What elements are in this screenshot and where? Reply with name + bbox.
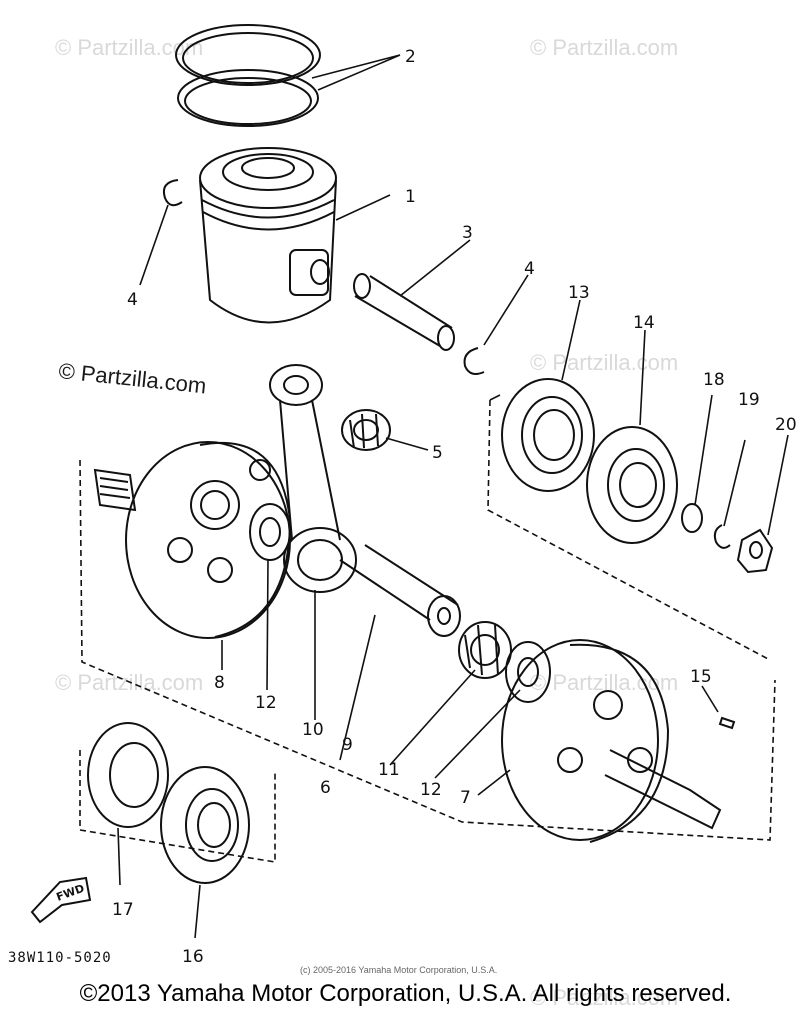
watermark: © Partzilla.com (530, 985, 678, 1010)
piston-rings (175, 24, 321, 127)
callout-5: 5 (432, 443, 443, 463)
piston (199, 147, 337, 324)
bearing-16 (160, 766, 250, 884)
circlip-left (162, 179, 183, 207)
leader-line (139, 204, 169, 286)
callout-18: 18 (703, 370, 725, 390)
leader-line (767, 434, 789, 536)
leader-line (561, 299, 581, 381)
lock-washer-19 (713, 524, 731, 549)
callout-15: 15 (690, 667, 712, 687)
leader-line (434, 689, 521, 779)
circlip-right (463, 347, 485, 375)
callout-6: 6 (320, 778, 331, 798)
right-crank-web (501, 639, 722, 843)
leader-line (483, 274, 529, 346)
callout-9: 9 (342, 735, 353, 755)
fwd-arrow-icon: FWD (30, 876, 92, 924)
leader-line (339, 614, 376, 761)
callout-14: 14 (633, 313, 655, 333)
leader-line (639, 329, 646, 426)
thrust-washer-right (505, 641, 551, 703)
callout-17: 17 (112, 900, 134, 920)
diagram-code: 38W110-5020 (8, 950, 112, 966)
callout-13: 13 (568, 283, 590, 303)
callout-8: 8 (214, 673, 225, 693)
callout-4: 4 (127, 290, 138, 310)
callout-7: 7 (460, 788, 471, 808)
fwd-label: FWD (55, 882, 86, 904)
watermark: © Partzilla.com (530, 35, 678, 60)
leader-line (489, 394, 501, 401)
left-crankshaft-spline (93, 468, 137, 512)
watermark: © Partzilla.com (530, 350, 678, 375)
assembly-frame (79, 750, 276, 863)
washer-18 (681, 503, 703, 533)
small-end-bearing (341, 409, 391, 451)
oil-seal-17 (87, 722, 169, 828)
leader-line (311, 54, 401, 91)
leader-line (701, 685, 719, 713)
callout-3: 3 (462, 223, 473, 243)
leader-line (477, 769, 511, 796)
callout-20: 20 (775, 415, 797, 435)
callout-1: 1 (405, 187, 416, 207)
callout-11: 11 (378, 760, 400, 780)
assembly-frame (487, 399, 771, 661)
callout-12: 12 (420, 780, 442, 800)
watermark-dark: © Partzilla.com (57, 358, 207, 398)
leader-line (385, 437, 429, 451)
woodruff-key (718, 716, 736, 730)
piston-pin (353, 273, 455, 351)
leader-line (335, 194, 391, 221)
nut-20 (736, 528, 774, 574)
small-copyright-notice: (c) 2005-2016 Yamaha Motor Corporation, … (300, 965, 497, 975)
callout-12: 12 (255, 693, 277, 713)
big-end-bearing (458, 621, 512, 679)
leader-line (266, 559, 269, 691)
leader-line (117, 827, 121, 886)
leader-line (694, 394, 713, 506)
leader-line (399, 239, 471, 297)
assembly-frame (79, 459, 776, 841)
callout-4: 4 (524, 259, 535, 279)
leader-line (389, 669, 476, 766)
left-crank-web (125, 441, 292, 639)
oil-seal-14 (586, 426, 678, 544)
leader-line (723, 439, 746, 527)
callout-2: 2 (405, 47, 416, 67)
watermark: © Partzilla.com (55, 35, 203, 60)
callout-16: 16 (182, 947, 204, 967)
callout-10: 10 (302, 720, 324, 740)
callout-19: 19 (738, 390, 760, 410)
callouts: 2 1 3 4 4 13 14 18 19 20 5 15 8 12 10 9 … (112, 47, 797, 967)
bearing-13 (501, 378, 595, 492)
copyright-footer: ©2013 Yamaha Motor Corporation, U.S.A. A… (79, 980, 732, 1007)
connecting-rod (269, 364, 357, 593)
leader-line (194, 884, 201, 939)
crank-pin (339, 544, 461, 637)
thrust-washer-left (249, 503, 291, 561)
